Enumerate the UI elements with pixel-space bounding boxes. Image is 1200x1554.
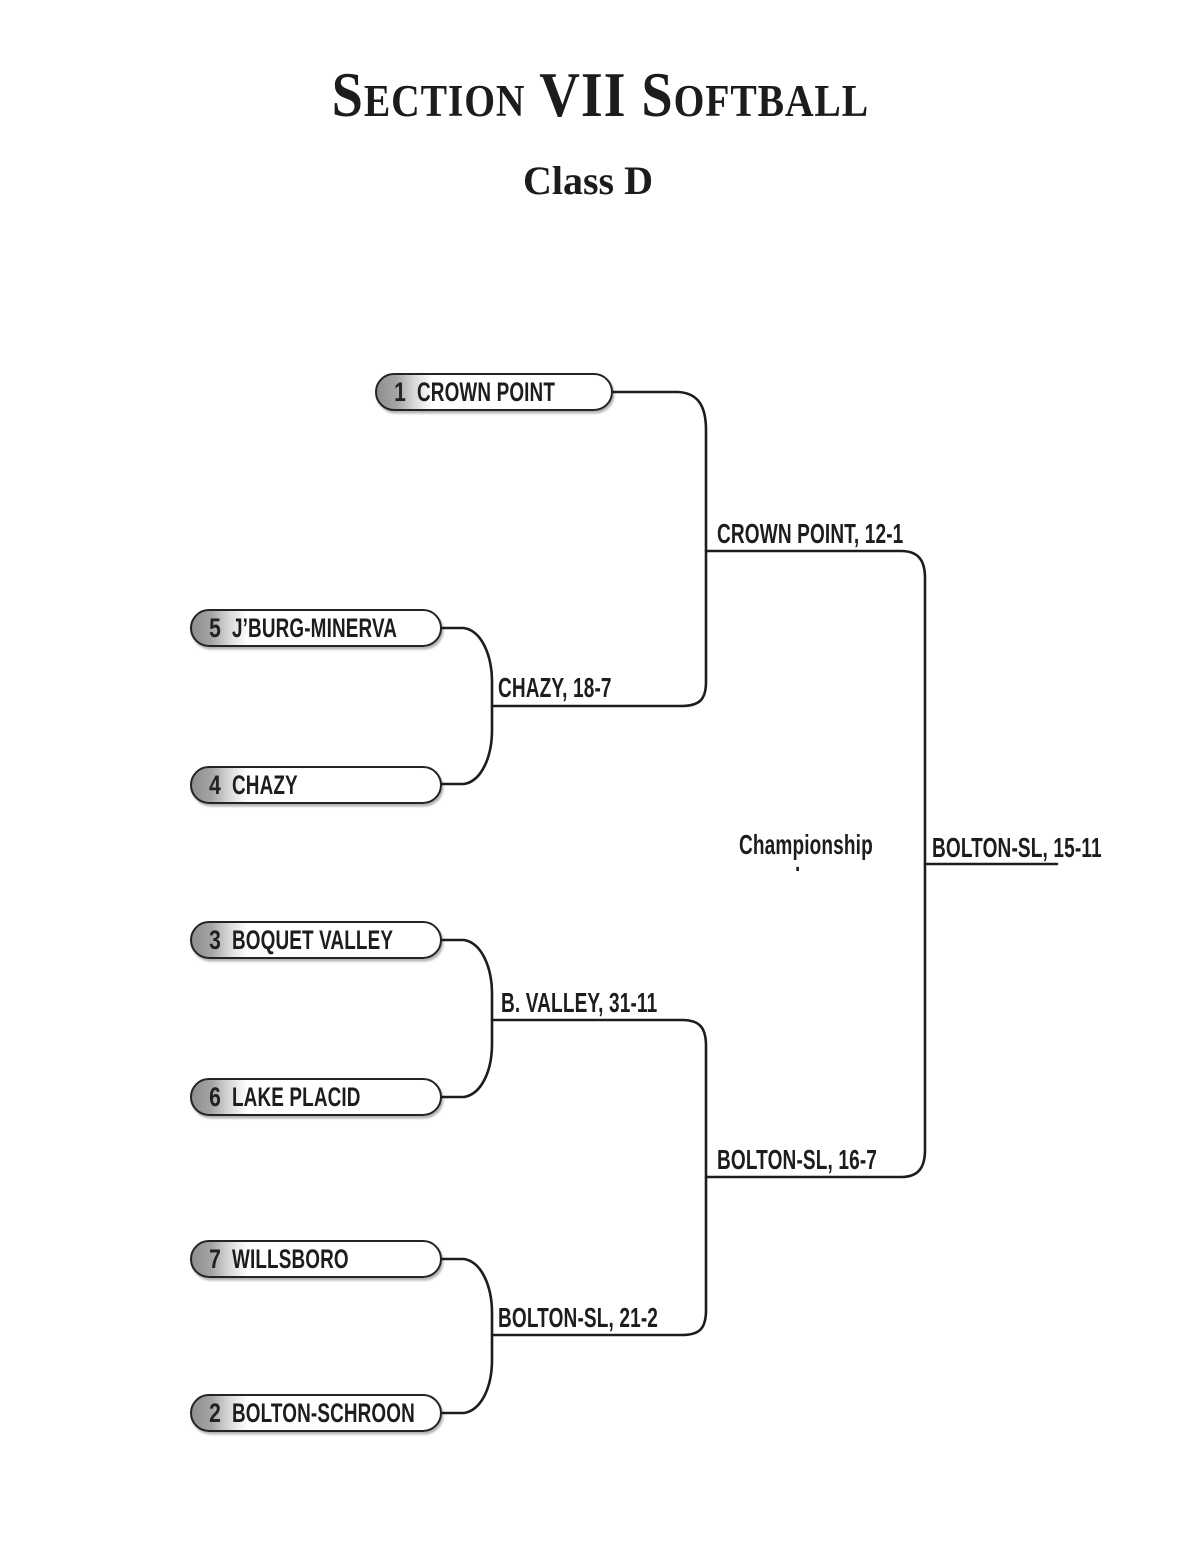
team-box-jburg-minerva: 5 J’BURG-MINERVA (190, 609, 442, 647)
round-label-championship: Championship (739, 829, 873, 860)
seed-badge: 1 (394, 376, 406, 407)
result-label-b-valley: B. VALLEY, 31-11 (501, 987, 658, 1018)
team-name: CHAZY (232, 769, 298, 800)
connector-quarterfinal-middle (439, 938, 494, 1099)
result-label-chazy: CHAZY, 18-7 (498, 672, 612, 703)
connector-championship (704, 549, 927, 1179)
connector-semifinal-top (490, 390, 708, 708)
team-box-willsboro: 7 WILLSBORO (190, 1240, 442, 1278)
team-name: LAKE PLACID (232, 1081, 361, 1112)
team-box-lake-placid: 6 LAKE PLACID (190, 1078, 442, 1116)
result-label-bolton-16-7: BOLTON-SL, 16-7 (717, 1144, 878, 1175)
team-name: BOLTON-SCHROON (232, 1397, 415, 1428)
connector-quarterfinal-bottom (439, 1257, 494, 1415)
team-name: BOQUET VALLEY (232, 924, 394, 955)
result-label-crown-point: CROWN POINT, 12-1 (717, 518, 904, 549)
page-title-text: Section VII Softball (331, 59, 869, 130)
result-label-champion: BOLTON-SL, 15-11 (932, 832, 1102, 863)
stray-dot: . (795, 846, 801, 877)
connector-quarterfinal-top (439, 626, 494, 786)
team-box-boquet-valley: 3 BOQUET VALLEY (190, 921, 442, 959)
result-label-bolton-21-2: BOLTON-SL, 21-2 (498, 1302, 659, 1333)
team-box-chazy: 4 CHAZY (190, 766, 442, 804)
seed-badge: 5 (209, 612, 221, 643)
team-box-crown-point: 1 CROWN POINT (375, 373, 613, 411)
team-box-bolton-schroon: 2 BOLTON-SCHROON (190, 1394, 442, 1432)
team-name: WILLSBORO (232, 1243, 349, 1274)
class-subtitle: Class D (522, 158, 654, 203)
team-name: J’BURG-MINERVA (232, 612, 398, 643)
seed-badge: 2 (209, 1397, 221, 1428)
connector-semifinal-bottom (490, 1018, 708, 1337)
seed-badge: 6 (209, 1081, 221, 1112)
team-name: CROWN POINT (417, 376, 556, 407)
seed-badge: 4 (209, 769, 221, 800)
seed-badge: 7 (209, 1243, 221, 1274)
page-title: Section VII Softball (0, 62, 1200, 128)
seed-badge: 3 (209, 924, 221, 955)
